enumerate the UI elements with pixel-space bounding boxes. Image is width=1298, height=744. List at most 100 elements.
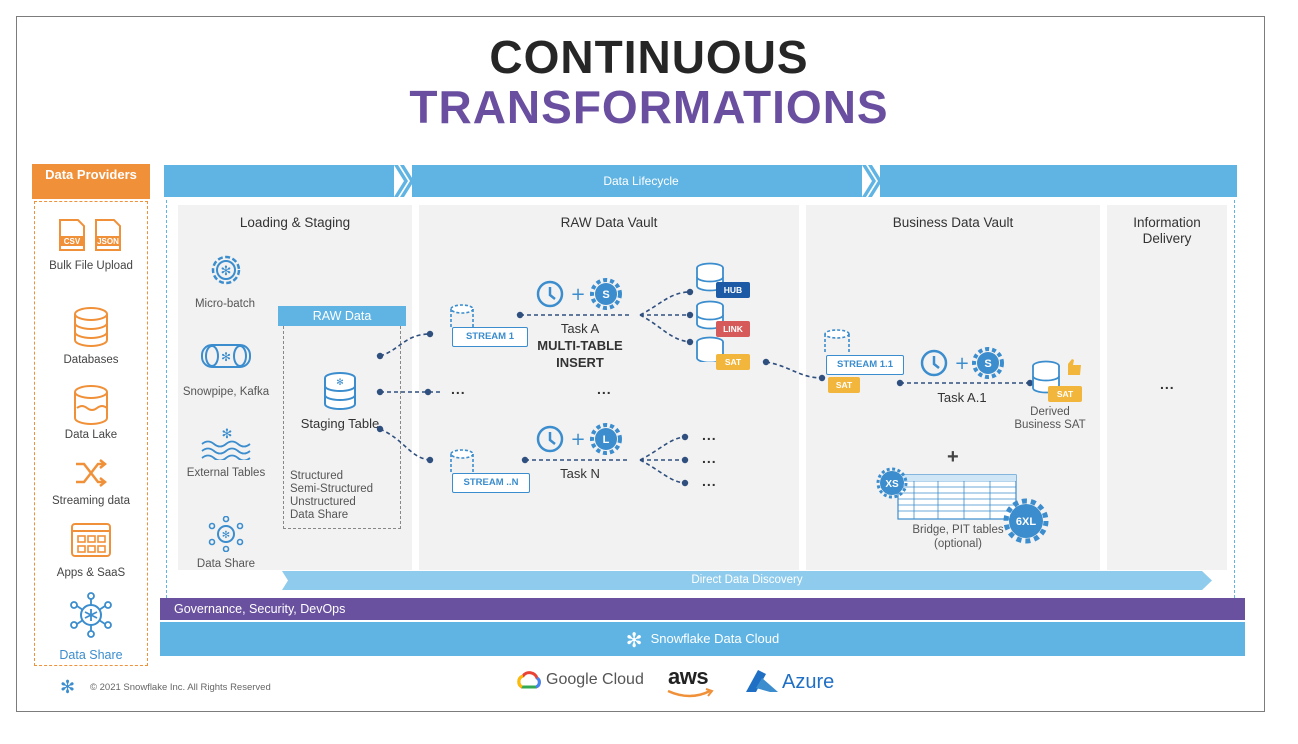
sat-tag: SAT xyxy=(716,354,750,370)
governance-bar: Governance, Security, DevOps xyxy=(160,598,1245,620)
aws-smile-icon xyxy=(667,688,714,698)
plus-sign: + xyxy=(947,446,959,468)
snowpipe-kafka-icon: ✻ xyxy=(201,344,251,368)
link-tag: LINK xyxy=(716,321,750,337)
provider-streaming-data: Streaming data xyxy=(52,495,130,507)
title-line-2: TRANSFORMATIONS xyxy=(409,81,889,133)
provider-bulk-file-upload: Bulk File Upload xyxy=(49,260,133,272)
lifecycle-chevrons xyxy=(394,165,882,197)
svg-text:✻: ✻ xyxy=(221,350,231,364)
stream1-db-icon xyxy=(450,304,474,327)
google-cloud-label: Google Cloud xyxy=(546,671,644,688)
svg-text:✻: ✻ xyxy=(222,427,233,442)
task-a1-label: Task A.1 xyxy=(937,390,987,405)
lifecycle-bar-segment-1 xyxy=(164,165,394,197)
title-line-1: CONTINUOUS xyxy=(489,31,809,83)
stream-1-badge: STREAM 1 xyxy=(452,327,528,347)
task-a1-clock-gear-icon: + S xyxy=(920,347,1004,379)
information-delivery-title: Information Delivery xyxy=(1133,215,1201,246)
direct-data-discovery-arrow xyxy=(282,571,1212,590)
source-snowpipe-kafka: Snowpipe, Kafka xyxy=(182,386,270,398)
format-list: Structured Semi-Structured Unstructured … xyxy=(290,470,373,522)
staging-table-label: Staging Table xyxy=(300,416,380,431)
svg-text:+: + xyxy=(570,429,585,450)
raw-data-vault-panel xyxy=(419,205,799,570)
ellipsis-staging: ... xyxy=(451,381,466,397)
apps-saas-icon xyxy=(71,523,111,557)
shuffle-icon xyxy=(76,459,108,487)
micro-batch-gear-icon: ✻ xyxy=(211,255,241,285)
derived-business-sat-label: Derived Business SAT xyxy=(1014,406,1086,431)
staging-table-db-icon: ✻ xyxy=(324,372,356,410)
provider-data-share: Data Share xyxy=(59,648,123,662)
ellipsis-target-2: ... xyxy=(702,450,717,466)
external-tables-waves-icon: ✻ xyxy=(201,427,251,460)
data-providers-box xyxy=(34,201,148,666)
snowflake-data-cloud-label: Snowflake Data Cloud xyxy=(650,631,780,646)
ellipsis-raw-middle: ... xyxy=(597,381,612,397)
provider-apps-saas: Apps & SaaS xyxy=(56,567,126,579)
lifecycle-right-guide xyxy=(1234,200,1235,598)
bridge-pit-table-icon: XS 6XL xyxy=(876,467,1049,544)
bridge-pit-label: Bridge, PIT tables (optional) xyxy=(912,524,1004,550)
aws-label: aws xyxy=(668,664,709,689)
stream-n-badge: STREAM ..N xyxy=(452,473,530,493)
task-n-label: Task N xyxy=(560,466,600,481)
data-providers-header: Data Providers xyxy=(32,164,150,199)
task-a-clock-gear-icon: + S xyxy=(536,278,622,310)
source-external-tables: External Tables xyxy=(186,467,266,479)
task-n-clock-gear-icon: + L xyxy=(536,423,622,455)
vault-target-db-icons xyxy=(696,262,724,362)
azure-label: Azure xyxy=(782,671,835,693)
data-share-network-icon xyxy=(70,592,112,638)
svg-text:S: S xyxy=(602,289,609,301)
snowflake-icon: ✻ xyxy=(625,627,643,652)
information-delivery-panel xyxy=(1107,205,1227,570)
stream-1-1-badge: STREAM 1.1 xyxy=(826,355,904,375)
copyright-text: © 2021 Snowflake Inc. All Rights Reserve… xyxy=(90,682,271,693)
provider-databases: Databases xyxy=(63,354,119,366)
streamn-db-icon xyxy=(450,449,474,472)
raw-data-box xyxy=(283,326,401,529)
derived-sat-db-icon xyxy=(1032,359,1081,394)
hub-tag: HUB xyxy=(716,282,750,298)
lifecycle-left-guide xyxy=(166,200,167,598)
lifecycle-bar-segment-2 xyxy=(412,165,862,197)
svg-text:L: L xyxy=(603,434,610,446)
multi-table-insert-label: MULTI-TABLE INSERT xyxy=(537,338,623,370)
info-delivery-ellipsis: ... xyxy=(1160,376,1175,392)
file-upload-icon: CSV JSON xyxy=(59,219,121,251)
svg-text:+: + xyxy=(954,353,969,374)
loading-staging-title: Loading & Staging xyxy=(239,215,351,230)
format-structured: Structured xyxy=(290,470,344,482)
business-data-vault-title: Business Data Vault xyxy=(892,215,1014,230)
format-data-share: Data Share xyxy=(290,509,349,521)
snowflake-data-cloud-bar: ✻ Snowflake Data Cloud xyxy=(160,622,1245,656)
svg-text:✻: ✻ xyxy=(222,530,230,541)
svg-text:S: S xyxy=(984,358,991,370)
raw-data-header: RAW Data xyxy=(278,306,406,326)
csv-tag: CSV xyxy=(64,237,81,246)
format-unstructured: Unstructured xyxy=(290,496,356,508)
data-share-source-icon: ✻ xyxy=(208,516,244,552)
xs-gear-label: XS xyxy=(885,479,899,490)
stream-1-1-db-icon xyxy=(824,329,850,354)
ellipsis-target-3: ... xyxy=(702,473,717,489)
data-lake-icon xyxy=(74,385,108,425)
source-micro-batch: Micro-batch xyxy=(194,298,256,310)
derived-sat-tag: SAT xyxy=(1048,386,1082,402)
svg-text:+: + xyxy=(570,284,585,305)
json-tag: JSON xyxy=(97,237,119,246)
business-sat-source-tag: SAT xyxy=(828,377,860,393)
svg-text:✻: ✻ xyxy=(336,378,344,388)
ellipsis-target-1: ... xyxy=(702,427,717,443)
lifecycle-bar-segment-3 xyxy=(880,165,1237,197)
google-cloud-logo-icon xyxy=(517,671,541,689)
azure-logo-icon xyxy=(746,670,778,692)
format-semi-structured: Semi-Structured xyxy=(290,483,374,495)
task-a-label: Task A xyxy=(560,321,600,336)
source-data-share: Data Share xyxy=(196,558,256,570)
direct-data-discovery-label: Direct Data Discovery xyxy=(691,574,803,586)
footer-snowflake-logo-icon: ✻ xyxy=(60,677,76,698)
data-lifecycle-label: Data Lifecycle xyxy=(603,174,679,188)
